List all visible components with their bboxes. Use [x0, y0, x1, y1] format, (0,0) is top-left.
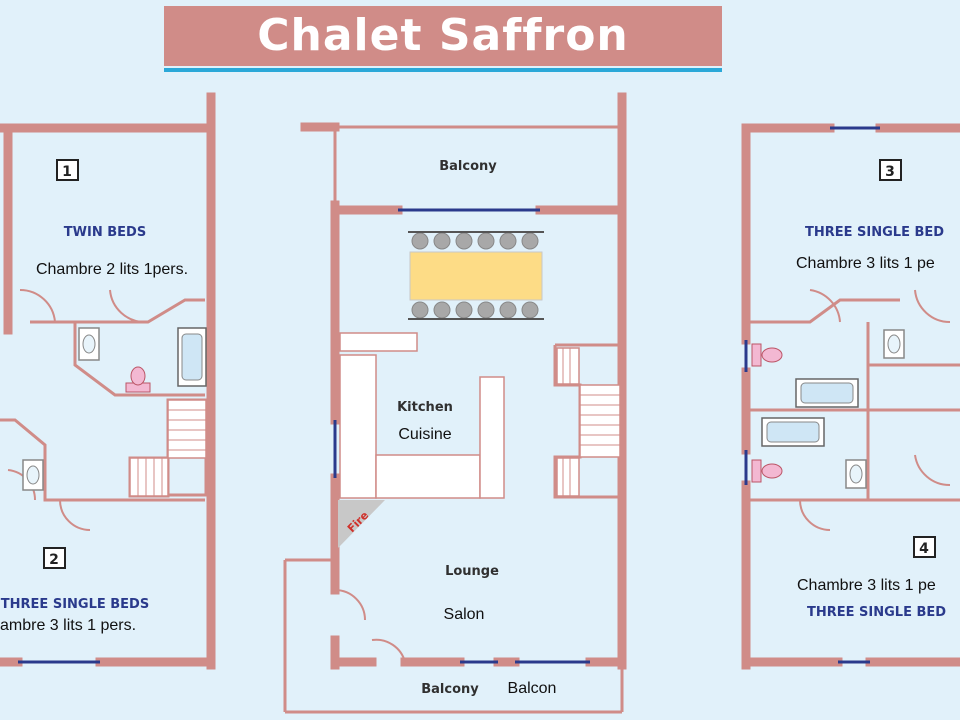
balcony-bottom-label: Balcony	[421, 682, 479, 697]
room-2-number: 2	[49, 552, 59, 568]
room-1-number: 1	[62, 164, 72, 180]
title-underline	[164, 68, 722, 72]
room-3-type: THREE SINGLE BED	[805, 225, 944, 240]
walls	[0, 92, 960, 670]
doors	[7, 288, 951, 663]
room-4-number: 4	[919, 541, 929, 557]
kitchen-counters	[339, 332, 505, 499]
room-2-french: ambre 3 lits 1 pers.	[0, 617, 136, 634]
chairs	[411, 232, 539, 319]
room-1-french: Chambre 2 lits 1pers.	[36, 261, 188, 278]
balcony-top-label: Balcony	[439, 159, 497, 174]
room-3-french: Chambre 3 lits 1 pe	[796, 255, 935, 272]
room-1-type: TWIN BEDS	[64, 225, 146, 240]
room-4-french: Chambre 3 lits 1 pe	[797, 577, 936, 594]
fireplace	[338, 500, 385, 548]
title-banner	[164, 6, 722, 66]
kitchen-french: Cuisine	[398, 426, 451, 443]
room-3-number: 3	[885, 164, 895, 180]
stair-treads	[137, 348, 620, 496]
lounge-french: Salon	[444, 606, 485, 623]
room-2-type: THREE SINGLE BEDS	[1, 597, 149, 612]
windows	[18, 126, 880, 664]
bathroom-fixtures	[22, 327, 905, 491]
room-number-boxes	[43, 159, 936, 569]
room-4-type: THREE SINGLE BED	[807, 605, 946, 620]
balcony-bottom-french: Balcon	[508, 680, 557, 697]
lounge-label: Lounge	[445, 564, 499, 579]
kitchen-label: Kitchen	[397, 400, 453, 415]
plan-title: Chalet Saffron	[257, 10, 629, 61]
dining-table	[408, 231, 544, 320]
